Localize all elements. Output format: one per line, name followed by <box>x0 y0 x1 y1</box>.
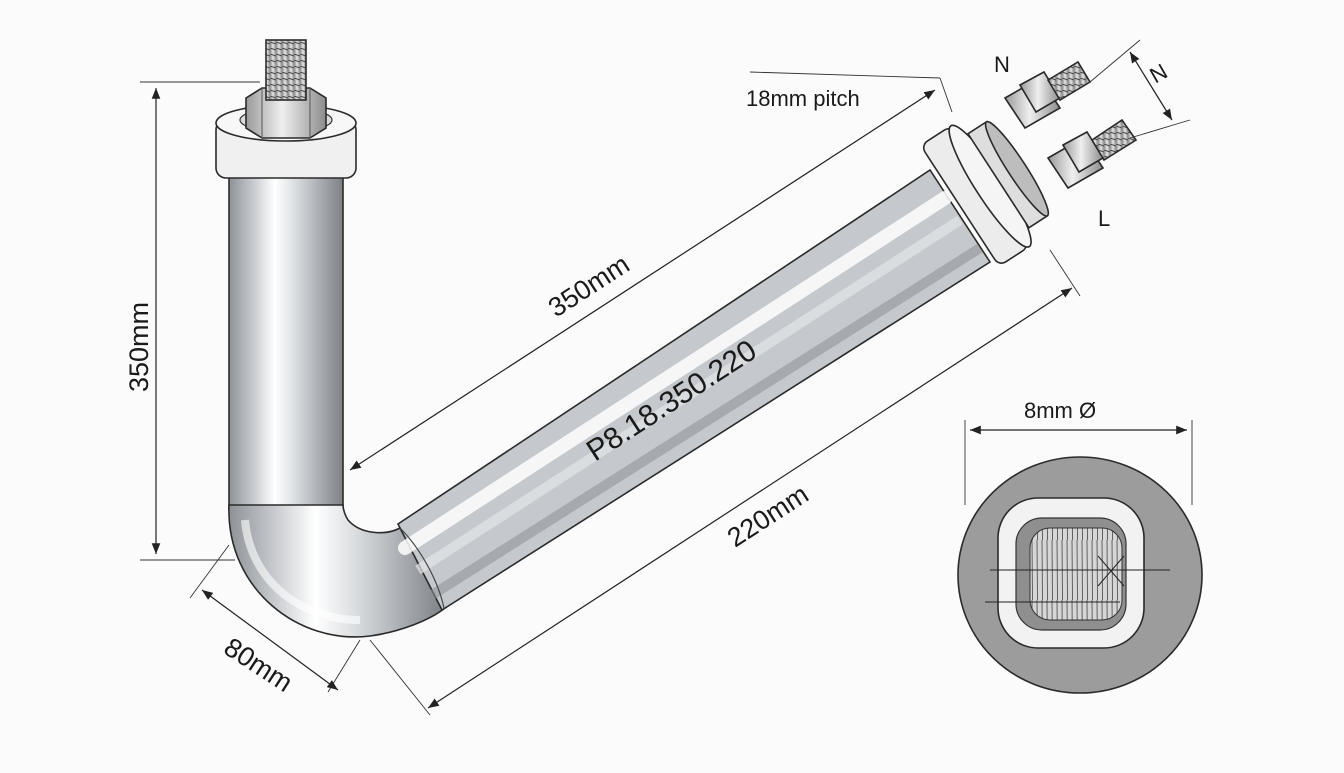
neutral-stud-upper <box>1003 60 1092 130</box>
bend-width-label: 80mm <box>219 632 298 698</box>
vertical-height-label: 350mm <box>124 302 154 392</box>
live-stud-lower <box>1046 118 1138 190</box>
terminal-pitch-label: 18mm pitch <box>746 86 860 111</box>
diameter-label: 8mm Ø <box>1024 398 1096 423</box>
top-threaded-stud <box>265 39 307 101</box>
vertical-dimension <box>140 81 260 561</box>
top-terminal <box>215 39 357 179</box>
vertical-tube <box>228 169 344 511</box>
cross-section-detail <box>957 420 1203 694</box>
lower-length-label: 220mm <box>722 479 814 553</box>
terminal-label-neutral-top: N <box>994 52 1010 77</box>
lower-dimension <box>369 249 1081 716</box>
pitch-dimension <box>1089 39 1191 139</box>
right-terminal-head <box>922 60 1138 264</box>
bend-dimension <box>189 544 361 693</box>
diagonal-length-label: 350mm <box>543 249 635 323</box>
terminal-label-live: L <box>1098 206 1110 231</box>
